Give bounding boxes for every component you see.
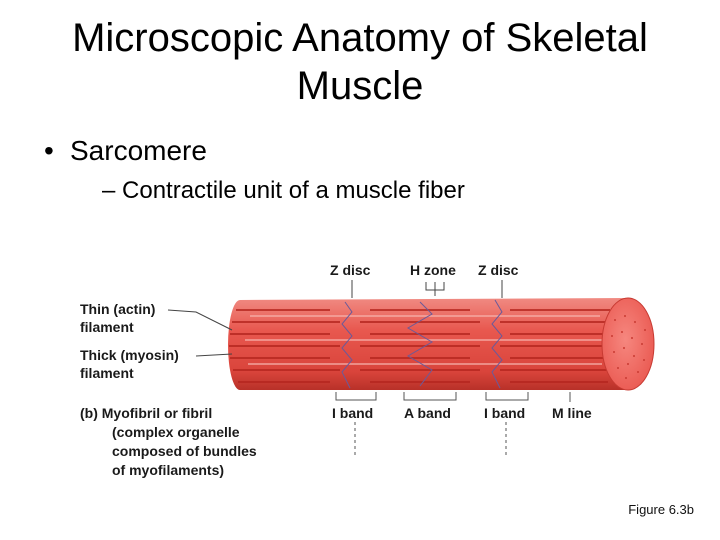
left-leader-lines (167, 309, 233, 357)
bottom-labels: I band A band I band M line (332, 405, 592, 421)
a-band-label: A band (404, 405, 451, 421)
sub-bullet: – Contractile unit of a muscle fiber (102, 177, 465, 204)
figure-reference: Figure 6.3b (628, 502, 694, 517)
bullet-sarcomere: • Sarcomere (44, 134, 207, 168)
bullet-text: Sarcomere (70, 135, 207, 166)
myofibril-fiber (228, 297, 655, 391)
left-labels: Thin (actin) filament Thick (myosin) fil… (80, 301, 179, 381)
cap-dots (611, 315, 646, 379)
slide-title: Microscopic Anatomy of Skeletal Muscle (0, 14, 720, 110)
m-line-label: M line (552, 405, 592, 421)
myofilament-stripes (229, 309, 612, 383)
bullet-marker: • (44, 135, 54, 166)
z-disc-right-label: Z disc (478, 262, 519, 278)
myofibril-diagram: Z disc H zone Z disc Thin (actin) filame… (80, 262, 655, 478)
light-stripes (245, 315, 605, 365)
caption: (b) Myofibril or fibril (complex organel… (80, 405, 257, 478)
title-line-1: Microscopic Anatomy of Skeletal (72, 16, 648, 60)
thick-filament-label-2: filament (80, 365, 134, 381)
title-line-2: Muscle (296, 64, 424, 108)
i-band-right-label: I band (484, 405, 525, 421)
caption-line-1: (b) Myofibril or fibril (80, 405, 212, 421)
thin-filament-label-2: filament (80, 319, 134, 335)
h-zone-label: H zone (410, 262, 456, 278)
i-band-left-label: I band (332, 405, 373, 421)
thick-filament-label-1: Thick (myosin) (80, 347, 179, 363)
thin-filament-label-1: Thin (actin) (80, 301, 155, 317)
z-disc-lines (341, 299, 503, 389)
z-disc-left-label: Z disc (330, 262, 371, 278)
bottom-leader-lines (335, 392, 571, 455)
top-leader-lines (351, 280, 503, 298)
caption-line-3: composed of bundles (112, 443, 257, 459)
caption-line-4: of myofilaments) (112, 462, 224, 478)
caption-line-2: (complex organelle (112, 424, 240, 440)
